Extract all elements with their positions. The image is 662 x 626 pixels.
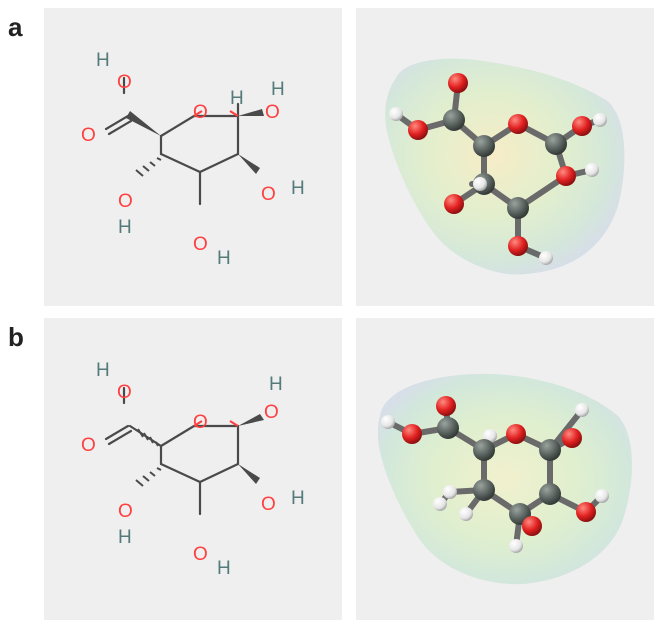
model-panel-a xyxy=(356,8,654,306)
atom-h-c4-b: H xyxy=(217,558,231,579)
hash-bond-carboxyl-b xyxy=(137,428,159,447)
atom-o-c3-b: O xyxy=(118,501,133,522)
wedge-bond-carboxyl-a xyxy=(126,111,161,136)
atom-o-carbonyl-b: O xyxy=(81,435,96,456)
atom-o-c3-a: O xyxy=(118,191,133,212)
atom-h-acid-a: H xyxy=(96,50,110,71)
ball-and-stick-model-b xyxy=(378,373,632,585)
bond-anomeric-oh-a xyxy=(238,109,264,116)
model-panel-b xyxy=(356,318,654,620)
atom-h-anomeric-oh-b: H xyxy=(269,374,283,395)
model-atoms-a xyxy=(389,73,607,265)
atom-o-c2-b: O xyxy=(261,494,276,515)
atom-h-c3-a: H xyxy=(118,217,132,238)
atom-o-ring-a: O xyxy=(193,102,208,123)
atom-o-c2-a: O xyxy=(261,184,276,205)
skeletal-formula-b: H O O O H O O H O H O H xyxy=(81,360,305,579)
atom-o-acid-a: O xyxy=(117,72,132,93)
ring-oxygen-bonds-b xyxy=(193,420,239,427)
ring-bonds-b xyxy=(104,386,240,516)
panel-label-a: a xyxy=(8,12,23,42)
ring-bonds-a xyxy=(104,76,240,206)
atom-h-anomeric-oh-a: H xyxy=(271,79,285,100)
model-atoms-b xyxy=(381,396,609,553)
atom-h-anomeric-a: H xyxy=(230,88,244,109)
structure-panel-a: H O O O H O H O H O H O H xyxy=(44,8,342,306)
ring-oxygen-bonds-a xyxy=(193,110,239,117)
atom-h-c2-b: H xyxy=(291,488,305,509)
atom-o-c4-a: O xyxy=(193,234,208,255)
wedge-bond-c2-a xyxy=(238,154,260,174)
atom-o-anomeric-b: O xyxy=(264,402,279,423)
atom-h-c3-b: H xyxy=(118,527,132,548)
atom-o-ring-b: O xyxy=(193,412,208,433)
atom-o-acid-b: O xyxy=(117,382,132,403)
skeletal-formula-a: H O O O H O H O H O H O H xyxy=(81,50,305,269)
hash-bond-c3-a xyxy=(135,157,162,177)
atom-o-anomeric-a: O xyxy=(265,102,280,123)
atom-h-c2-a: H xyxy=(291,178,305,199)
wedge-bond-c2-b xyxy=(238,464,260,484)
atom-o-c4-b: O xyxy=(193,544,208,565)
atom-h-acid-b: H xyxy=(96,360,110,381)
atom-o-carbonyl-a: O xyxy=(81,125,96,146)
ball-and-stick-model-a xyxy=(385,58,625,275)
atom-h-c4-a: H xyxy=(217,248,231,269)
wedge-bond-anomeric-b xyxy=(238,414,264,426)
structure-panel-b: H O O O H O O H O H O H xyxy=(44,318,342,620)
panel-label-b: b xyxy=(8,322,24,352)
electron-density-surface-a xyxy=(385,58,625,275)
electron-density-surface-b xyxy=(378,373,632,585)
hash-bond-c3-b xyxy=(135,467,162,487)
